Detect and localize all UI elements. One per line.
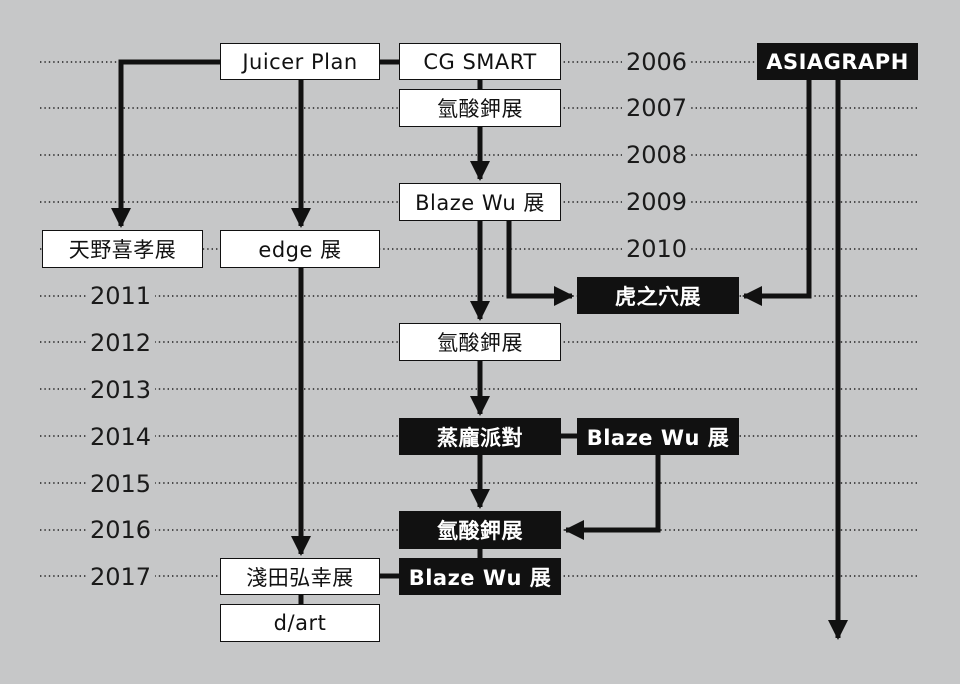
node-blaze-wu-2009: Blaze Wu 展: [399, 183, 561, 221]
year-label-2008: 2008: [622, 140, 692, 170]
year-label-2009: 2009: [622, 187, 692, 217]
year-label-2007: 2007: [622, 93, 692, 123]
connector-asiagraph-to-tigerden: [741, 80, 812, 306]
year-label-2006: 2006: [622, 47, 692, 77]
node-steam-party: 蒸龐派對: [399, 418, 561, 455]
node-blaze-wu-2017: Blaze Wu 展: [399, 558, 561, 595]
year-label-2013: 2013: [86, 375, 156, 405]
year-label-2010: 2010: [622, 234, 692, 264]
year-label-2015: 2015: [86, 469, 156, 499]
node-hydrogen-2007: 氫酸鉀展: [399, 89, 561, 127]
node-cg-smart: CG SMART: [399, 43, 561, 80]
connector-arrows: [111, 59, 848, 641]
node-d-art: d/art: [220, 604, 380, 642]
node-hydrogen-2012: 氫酸鉀展: [399, 323, 561, 361]
node-juicer-plan: Juicer Plan: [220, 43, 380, 80]
node-blaze-wu-2014: Blaze Wu 展: [577, 418, 739, 455]
node-edge: edge 展: [220, 230, 380, 268]
connector-blaze2009-to-tigerden: [506, 221, 575, 306]
year-label-2012: 2012: [86, 328, 156, 358]
node-amano-yoshitaka: 天野喜孝展: [42, 230, 203, 268]
node-tiger-den: 虎之穴展: [577, 277, 739, 314]
year-label-2016: 2016: [86, 515, 156, 545]
year-label-2014: 2014: [86, 422, 156, 452]
node-hydrogen-2016: 氫酸鉀展: [399, 511, 561, 549]
year-label-2011: 2011: [86, 281, 156, 311]
node-asiagraph: ASIAGRAPH: [757, 43, 918, 80]
year-label-2017: 2017: [86, 562, 156, 592]
node-asada-hiroyuki: 淺田弘幸展: [220, 558, 380, 595]
connector-juicer-to-amano: [111, 59, 220, 229]
connector-blaze2014-to-hydrogen2016: [563, 455, 661, 540]
